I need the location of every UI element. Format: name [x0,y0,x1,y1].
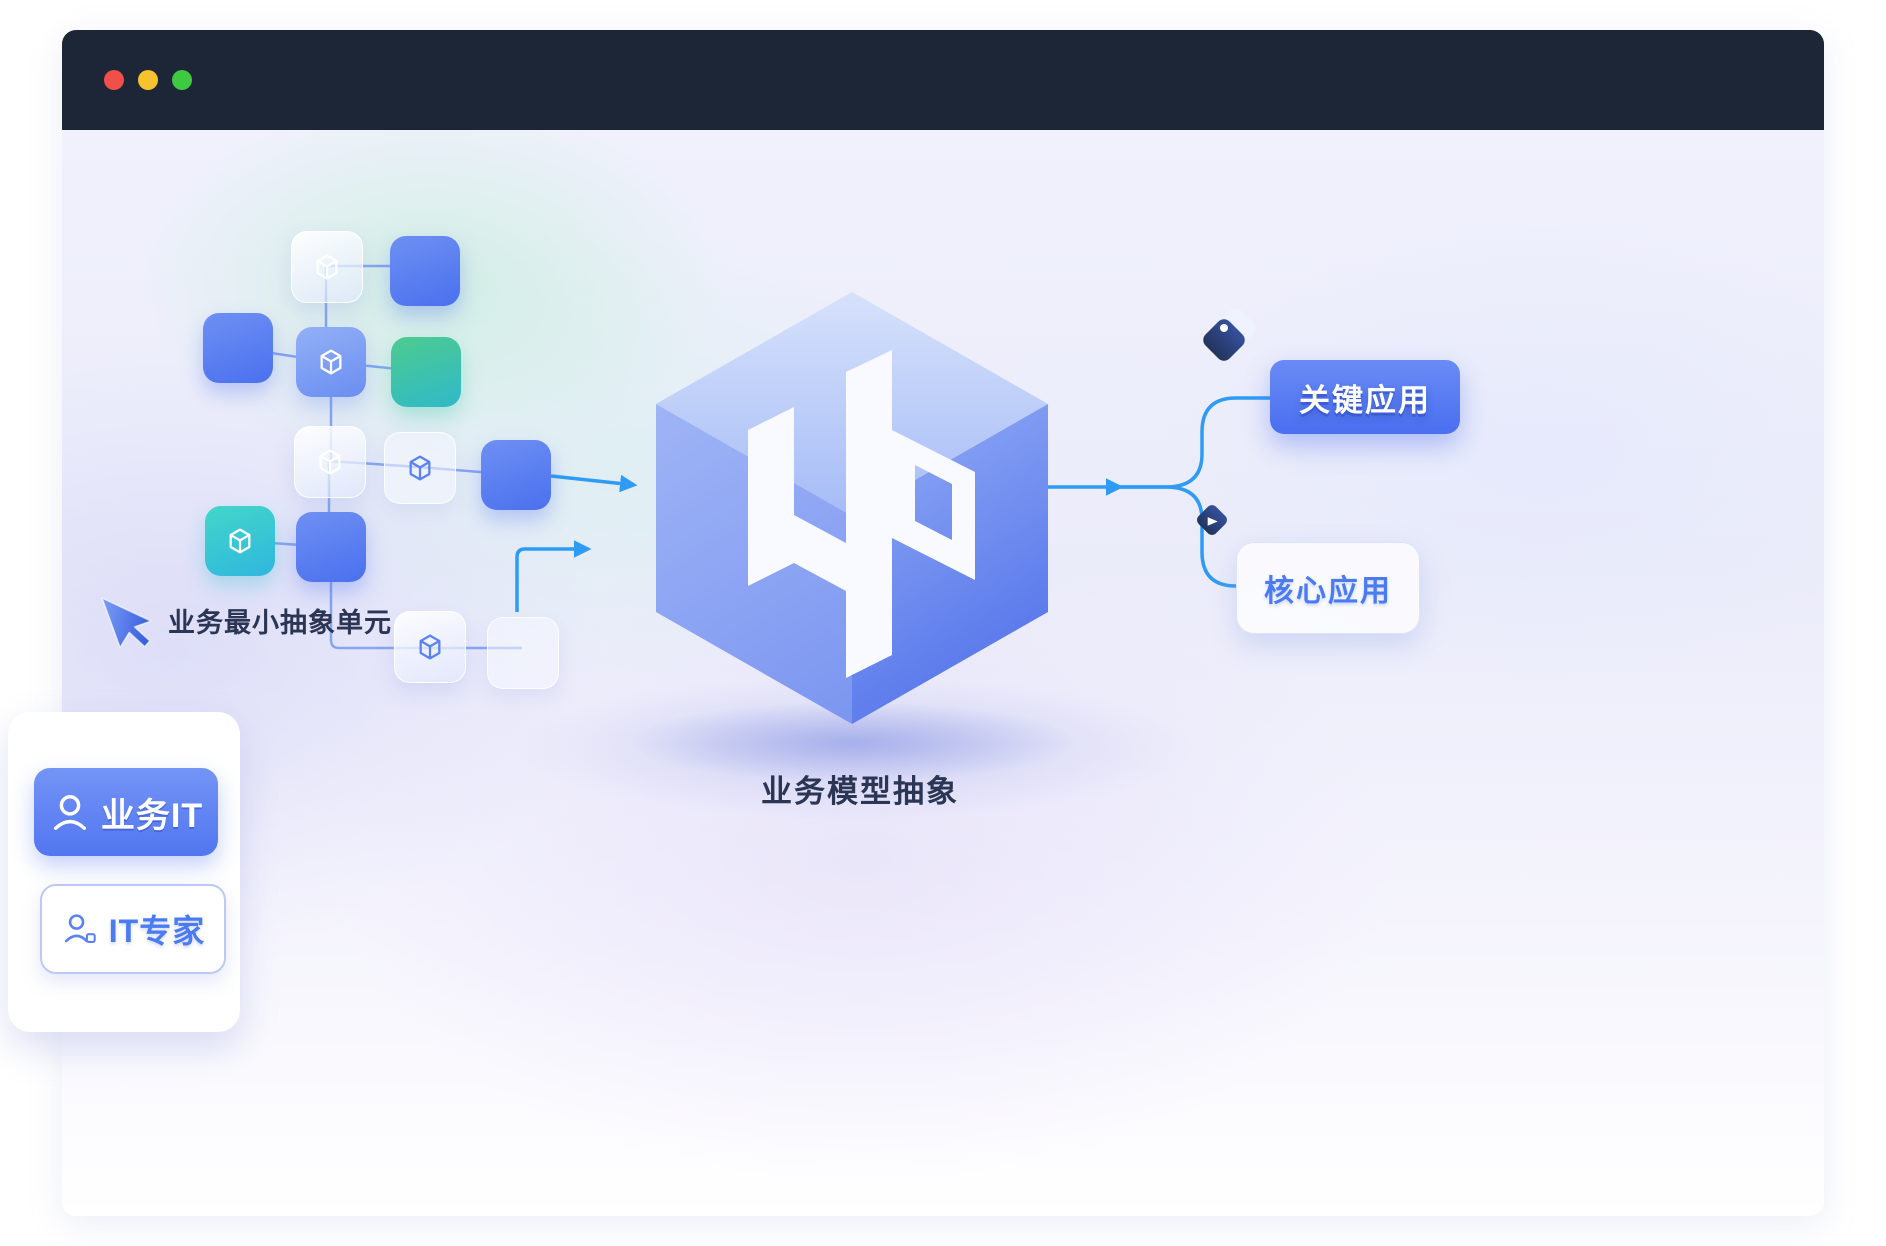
unit-label: 业务最小抽象单元 [168,608,392,638]
minimize-window-button[interactable] [138,70,158,90]
biz-it-button[interactable]: 业务IT [34,768,218,856]
key-app-label: 关键应用 [1299,382,1431,418]
person-icon [49,791,91,833]
maximize-window-button[interactable] [172,70,192,90]
core-app-button[interactable]: 核心应用 [1236,542,1420,634]
core-app-label: 核心应用 [1264,575,1392,608]
close-window-button[interactable] [104,70,124,90]
it-expert-label: IT专家 [108,913,206,949]
roles-card [8,712,240,1032]
window-titlebar [62,30,1824,130]
expert-icon [61,910,99,948]
it-expert-button[interactable]: IT专家 [40,884,226,974]
diagram-canvas [62,130,1824,1216]
model-label: 业务模型抽象 [761,774,959,809]
key-app-button[interactable]: 关键应用 [1270,360,1460,434]
biz-it-label: 业务IT [100,796,204,835]
